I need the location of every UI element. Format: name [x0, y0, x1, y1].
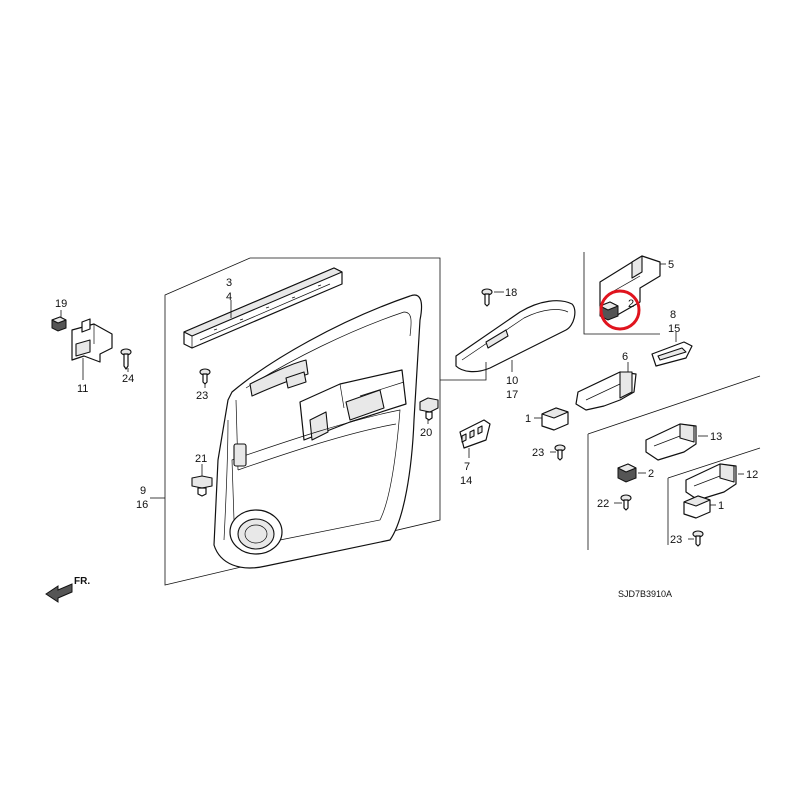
label-1-upper: 1: [525, 413, 531, 425]
lower-right-frame-inner: [667, 447, 761, 545]
label-15: 15: [668, 323, 680, 335]
label-16: 16: [136, 499, 148, 511]
label-10: 10: [506, 375, 518, 387]
label-2-middle: 2: [648, 468, 654, 480]
label-8: 8: [670, 309, 676, 321]
part-13-lever[interactable]: [645, 423, 697, 461]
part-18-screw[interactable]: [481, 288, 493, 307]
part-2-knob-middle[interactable]: [617, 463, 637, 483]
part-3-4-weatherstrip[interactable]: [183, 267, 343, 349]
red-highlight-circle: [599, 289, 641, 331]
part-11-bracket[interactable]: [71, 318, 113, 363]
part-7-14-cover[interactable]: [459, 419, 491, 449]
part-20-clip[interactable]: [419, 397, 439, 421]
label-9: 9: [140, 485, 146, 497]
front-direction-arrow: FR.: [45, 576, 90, 603]
label-5: 5: [668, 259, 674, 271]
label-18: 18: [505, 287, 517, 299]
label-24: 24: [122, 373, 134, 385]
label-17: 17: [506, 389, 518, 401]
label-23-left: 23: [196, 390, 208, 402]
label-22: 22: [597, 498, 609, 510]
part-10-17-armrest-handle[interactable]: [455, 300, 576, 373]
label-4: 4: [226, 291, 232, 303]
label-7: 7: [464, 461, 470, 473]
diagram-code: SJD7B3910A: [618, 589, 672, 599]
label-6: 6: [622, 351, 628, 363]
part-23-clip-lower[interactable]: [692, 530, 704, 547]
part-21-clip[interactable]: [191, 475, 213, 497]
label-14: 14: [460, 475, 472, 487]
label-1-lower: 1: [718, 500, 724, 512]
part-9-16-door-lining-panel[interactable]: [213, 294, 423, 569]
part-19-nut[interactable]: [51, 316, 67, 332]
part-24-screw[interactable]: [120, 348, 132, 370]
label-3: 3: [226, 277, 232, 289]
label-20: 20: [420, 427, 432, 439]
part-6-handle-bracket[interactable]: [575, 371, 637, 411]
part-23-clip-left[interactable]: [199, 368, 211, 385]
label-23-middle: 23: [532, 447, 544, 459]
inner-handle-group-frame: [583, 252, 660, 335]
label-21: 21: [195, 453, 207, 465]
part-22-screw[interactable]: [620, 494, 632, 511]
part-8-15-escutcheon[interactable]: [651, 341, 693, 367]
door-lining-group-frame: [164, 257, 441, 586]
part-1-upper[interactable]: [541, 407, 569, 431]
lower-right-frame-outer: [587, 375, 761, 550]
label-13: 13: [710, 431, 722, 443]
part-2-knob-top[interactable]: [599, 301, 619, 321]
label-12: 12: [746, 469, 758, 481]
label-19: 19: [55, 298, 67, 310]
direction-label: FR.: [74, 576, 90, 587]
part-23-clip-middle[interactable]: [554, 444, 566, 461]
part-1-lower[interactable]: [683, 495, 711, 519]
label-23-lower: 23: [670, 534, 682, 546]
label-2-top: 2: [628, 298, 634, 310]
part-12-lever[interactable]: [685, 463, 737, 501]
label-11: 11: [77, 383, 88, 395]
